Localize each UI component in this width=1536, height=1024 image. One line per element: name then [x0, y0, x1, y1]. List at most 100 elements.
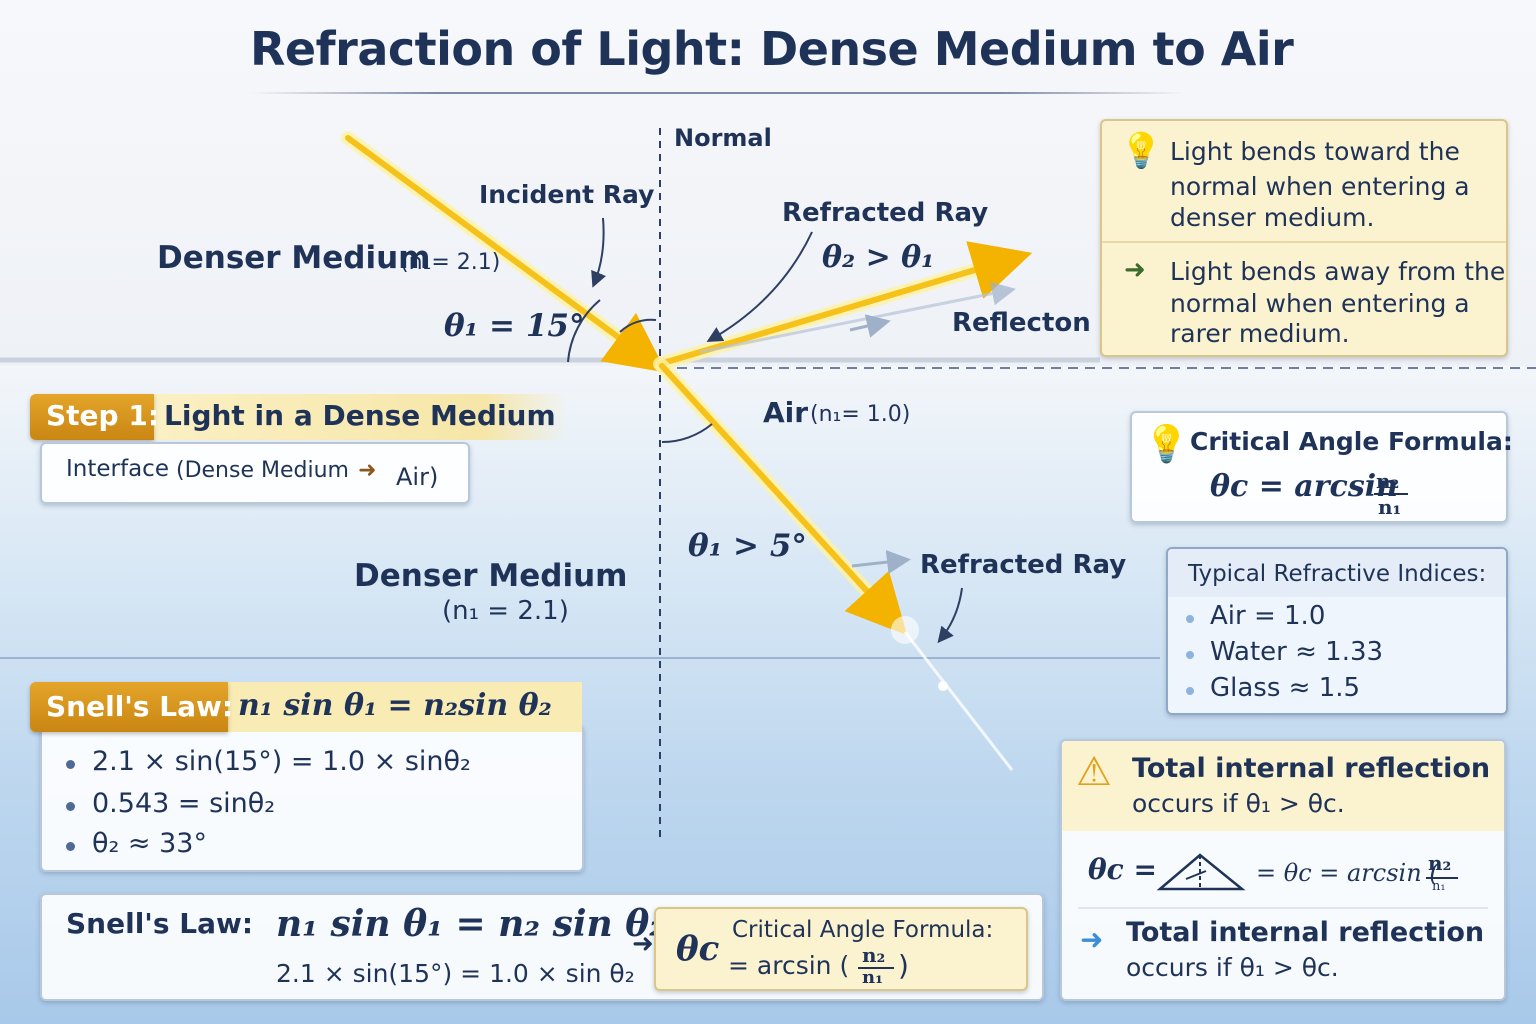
normal-label: Normal [674, 124, 772, 152]
tip-line-3: denser medium. [1170, 203, 1375, 232]
tir-formula-num: n₂ [1428, 851, 1452, 875]
tir-header [1062, 741, 1504, 831]
bullet [1186, 687, 1194, 695]
theta1-top-label: θ₁ = 15° [444, 308, 585, 344]
prism-sketch-icon [1156, 853, 1246, 891]
angle-arc-theta1 [567, 299, 601, 363]
total-internal-reflection-box: ⚠ Total internal reflection occurs if θ₁… [1060, 739, 1506, 1001]
bullet [66, 802, 75, 811]
tir-bottom-line-2: occurs if θ₁ > θc. [1126, 953, 1339, 982]
tir-formula-mid: = θc = arcsin ( [1256, 859, 1439, 887]
bullet [1186, 615, 1194, 623]
theta1-bottom-label: θ₁ > 5° [688, 528, 807, 564]
tir-line-1: Total internal reflection [1132, 753, 1491, 784]
tip-line-4: Light bends away from the [1170, 257, 1506, 286]
denser-medium-mid-label: Denser Medium [354, 558, 628, 594]
bottom-critical-num: n₂ [862, 943, 886, 967]
incident-ray [345, 135, 667, 373]
bottom-critical-close: ) [898, 949, 909, 982]
tir-formula-den: n₁ [1432, 879, 1446, 894]
reflection-ray [699, 281, 1016, 354]
step1-interface-box: Interface (Dense Medium ➜ Air) [40, 442, 470, 504]
denser-medium-top-index: (n₁= 2.1) [400, 250, 501, 275]
tip-divider [1102, 241, 1506, 243]
denser-medium-mid-index: (n₁ = 2.1) [442, 596, 569, 626]
refracted-ray-bottom-label: Refracted Ray [920, 550, 1127, 580]
bullet [1186, 651, 1194, 659]
blue-arrow-icon: ➜ [1080, 923, 1104, 956]
bottom-critical-title: Critical Angle Formula: [732, 917, 994, 943]
ray-continuation [903, 631, 1014, 771]
snell-equation: n₁ sin θ₁ = n₂sin θ₂ [238, 688, 552, 723]
bottom-summary-bar: Snell's Law: n₁ sin θ₁ = n₂ sin θ₂ 2.1 ×… [40, 893, 1044, 1001]
bullet [66, 842, 75, 851]
page-title: Refraction of Light: Dense Medium to Air [250, 22, 1294, 76]
refracted-ray-upper [657, 241, 1033, 367]
critical-formula-lhs: θc = arcsin [1210, 469, 1398, 504]
critical-angle-title: Critical Angle Formula: [1190, 427, 1513, 456]
tir-formula-left: θc = [1088, 853, 1157, 886]
snell-step-3: θ₂ ≈ 33° [92, 828, 207, 859]
interface-prefix: Interface [66, 456, 169, 482]
step1-tag: Step 1: [30, 394, 159, 440]
fraction-bar [1426, 877, 1458, 879]
bottom-critical-box: θc Critical Angle Formula: = arcsin ( n₂… [654, 907, 1028, 991]
warning-icon: ⚠ [1076, 749, 1112, 795]
angle-arc-lower [661, 423, 713, 444]
critical-angle-box: 💡 Critical Angle Formula: θc = arcsin n₂… [1130, 411, 1513, 523]
refractive-indices-box: Typical Refractive Indices: Air = 1.0 Wa… [1166, 547, 1508, 715]
angle-arc-incident [619, 318, 657, 333]
reflection-pointer [849, 314, 891, 338]
interface-arrow-icon: ➜ [358, 458, 377, 483]
index-glass: Glass ≈ 1.5 [1210, 673, 1361, 703]
bullet [66, 760, 75, 769]
title-underline [250, 92, 1185, 94]
refracted-ray-lower-pointer [937, 587, 963, 644]
interface-to: Air) [396, 463, 439, 491]
green-arrow-icon: ➜ [1124, 255, 1146, 285]
lightbulb-icon: 💡 [1144, 424, 1189, 465]
snell-step-2: 0.543 = sinθ₂ [92, 788, 276, 819]
theta-pointer [851, 550, 911, 574]
bottom-critical-formula: = arcsin ( [728, 951, 850, 980]
air-label: Air [763, 396, 809, 429]
critical-formula-num: n₂ [1376, 469, 1400, 493]
tip-line-1: Light bends toward the [1170, 137, 1460, 166]
interface-from: (Dense Medium [176, 458, 349, 483]
bottom-critical-den: n₁ [862, 967, 883, 988]
indices-title: Typical Refractive Indices: [1188, 561, 1487, 587]
index-water: Water ≈ 1.33 [1210, 637, 1384, 667]
refracted-ray-pointer [706, 231, 813, 342]
refracted-ray-lower [659, 363, 908, 636]
tir-bottom-line-1: Total internal reflection [1126, 917, 1485, 948]
tip-line-2: normal when entering a [1170, 172, 1470, 201]
snell-tag-label: Snell's Law: [46, 690, 234, 723]
tip-line-5: normal when entering a [1170, 289, 1470, 318]
step1-title-bar: Light in a Dense Medium [148, 394, 568, 440]
step1-tag-label: Step 1: [46, 399, 160, 432]
tip-box: 💡 Light bends toward the normal when ent… [1100, 119, 1508, 357]
snell-tag: Snell's Law: [30, 682, 233, 732]
denser-medium-top-label: Denser Medium [157, 240, 431, 276]
lightbulb-icon: 💡 [1120, 131, 1163, 171]
critical-formula-den: n₁ [1378, 495, 1402, 519]
reflection-label: Reflecton [952, 308, 1091, 338]
index-air: Air = 1.0 [1210, 601, 1326, 631]
bottom-snell-equation: n₁ sin θ₁ = n₂ sin θ₂ [276, 903, 666, 945]
bottom-snell-label: Snell's Law: [66, 907, 254, 940]
refracted-ray-top-label: Refracted Ray [782, 198, 989, 228]
tip-line-6: rarer medium. [1170, 319, 1350, 348]
fraction-bar [858, 967, 894, 969]
ray-sparkle [938, 681, 948, 691]
incident-ray-pointer [591, 217, 606, 288]
bottom-substitution: 2.1 × sin(15°) = 1.0 × sin θ₂ [276, 959, 635, 988]
step1-title: Light in a Dense Medium [164, 399, 556, 432]
theta-relation-label: θ₂ > θ₁ [822, 240, 935, 275]
indices-header [1168, 549, 1506, 597]
fraction-bar [1374, 493, 1408, 495]
tir-line-2: occurs if θ₁ > θc. [1132, 789, 1345, 818]
ray-glow-spot [891, 616, 919, 644]
bottom-theta-c: θc [676, 929, 720, 969]
snell-step-1: 2.1 × sin(15°) = 1.0 × sinθ₂ [92, 746, 471, 777]
